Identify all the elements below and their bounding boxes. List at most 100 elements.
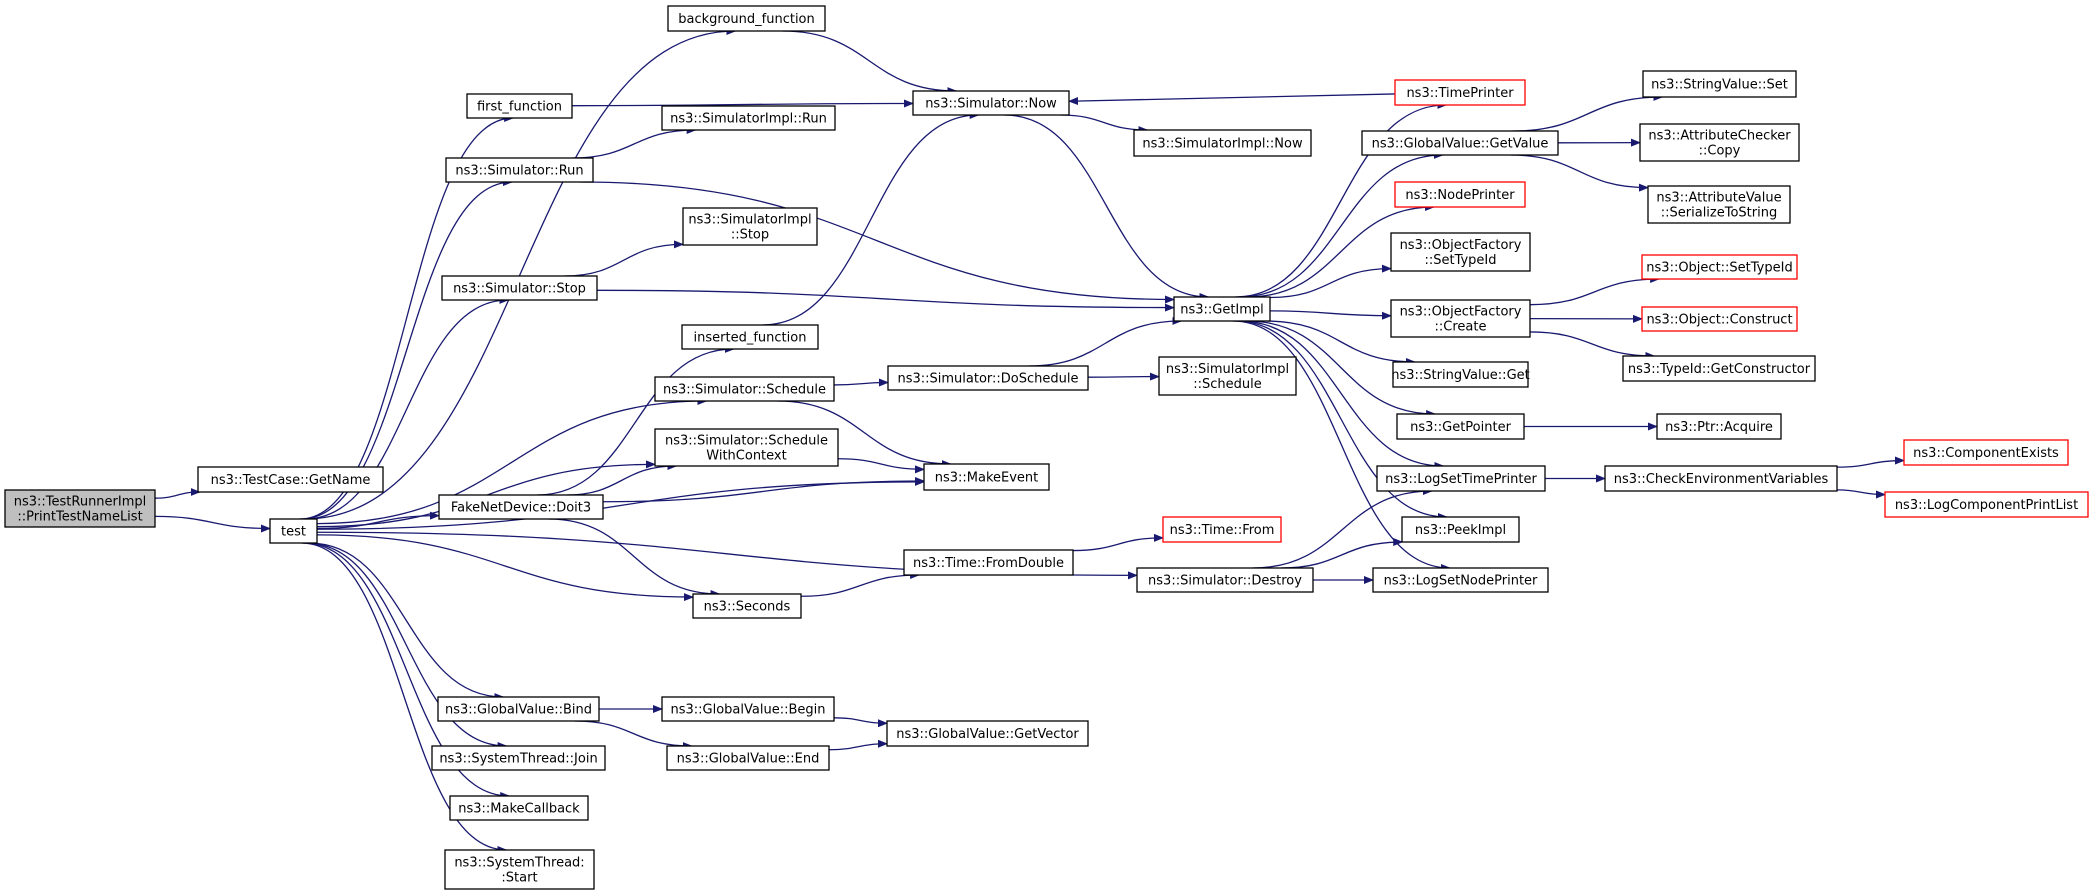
node-insertedfunc[interactable]: inserted_function — [681, 324, 819, 350]
node-accopy[interactable]: ns3::AttributeChecker::Copy — [1639, 123, 1800, 162]
node-avserialize[interactable]: ns3::AttributeValue::SerializeToString — [1647, 185, 1791, 224]
node-gvend[interactable]: ns3::GlobalValue::End — [666, 745, 830, 771]
node-box-objsettypeid[interactable] — [1641, 254, 1798, 280]
node-box-getimpl[interactable] — [1173, 296, 1271, 322]
node-gvgetvector[interactable]: ns3::GlobalValue::GetVector — [886, 720, 1089, 747]
node-typeidgetctor[interactable]: ns3::TypeId::GetConstructor — [1622, 355, 1816, 382]
node-box-stjoin[interactable] — [431, 745, 606, 771]
node-logsetnodeprinter[interactable]: ns3::LogSetNodePrinter — [1372, 567, 1549, 593]
node-makecb[interactable]: ns3::MakeCallback — [449, 795, 589, 821]
node-box-simschedctx[interactable] — [654, 428, 839, 467]
node-box-logcompprint[interactable] — [1884, 491, 2089, 518]
node-box-makeevent[interactable] — [923, 463, 1050, 491]
node-box-typeidgetctor[interactable] — [1622, 355, 1816, 382]
node-root[interactable]: ns3::TestRunnerImpl::PrintTestNameList — [4, 489, 156, 528]
node-box-peekimpl[interactable] — [1401, 516, 1520, 543]
node-simsched[interactable]: ns3::Simulator::Schedule — [654, 376, 835, 402]
node-box-timeprinter[interactable] — [1394, 79, 1526, 106]
node-nodeprinter[interactable]: ns3::NodePrinter — [1394, 181, 1526, 208]
node-svset[interactable]: ns3::StringValue::Set — [1642, 70, 1797, 98]
node-simdosched[interactable]: ns3::Simulator::DoSchedule — [887, 365, 1089, 391]
node-objconstruct[interactable]: ns3::Object::Construct — [1641, 306, 1798, 332]
node-simdestroy[interactable]: ns3::Simulator::Destroy — [1136, 567, 1314, 593]
node-box-ptracquire[interactable] — [1656, 413, 1782, 440]
node-box-simdestroy[interactable] — [1136, 567, 1314, 593]
node-box-avserialize[interactable] — [1647, 185, 1791, 224]
node-box-gvbind[interactable] — [437, 696, 600, 722]
node-box-nodeprinter[interactable] — [1394, 181, 1526, 208]
node-box-checkenv[interactable] — [1604, 465, 1838, 492]
node-logcompprint[interactable]: ns3::LogComponentPrintList — [1884, 491, 2089, 518]
node-box-simdosched[interactable] — [887, 365, 1089, 391]
node-compexists[interactable]: ns3::ComponentExists — [1903, 439, 2069, 466]
node-timefrom[interactable]: ns3::Time::From — [1162, 516, 1282, 543]
node-box-simrun[interactable] — [445, 157, 594, 183]
node-getpointer[interactable]: ns3::GetPointer — [1396, 413, 1525, 440]
node-box-ofcreate[interactable] — [1390, 299, 1531, 338]
node-box-objconstruct[interactable] — [1641, 306, 1798, 332]
node-box-svset[interactable] — [1642, 70, 1797, 98]
node-box-simimplnow[interactable] — [1133, 129, 1312, 157]
node-box-timefromdouble[interactable] — [903, 549, 1074, 576]
node-peekimpl[interactable]: ns3::PeekImpl — [1401, 516, 1520, 543]
node-simimplnow[interactable]: ns3::SimulatorImpl::Now — [1133, 129, 1312, 157]
node-box-simimplstop[interactable] — [682, 207, 818, 246]
node-getimpl[interactable]: ns3::GetImpl — [1173, 296, 1271, 322]
node-box-makecb[interactable] — [449, 795, 589, 821]
node-box-gvbegin[interactable] — [661, 696, 835, 722]
node-firstfunc[interactable]: first_function — [466, 93, 573, 119]
node-getname[interactable]: ns3::TestCase::GetName — [197, 466, 384, 493]
node-ststart[interactable]: ns3::SystemThread::Start — [444, 849, 595, 890]
node-gvgetvalue[interactable]: ns3::GlobalValue::GetValue — [1361, 130, 1559, 156]
node-box-gvgetvalue[interactable] — [1361, 130, 1559, 156]
node-ptracquire[interactable]: ns3::Ptr::Acquire — [1656, 413, 1782, 440]
node-simrun[interactable]: ns3::Simulator::Run — [445, 157, 594, 183]
node-ofcreate[interactable]: ns3::ObjectFactory::Create — [1390, 299, 1531, 338]
node-simnow[interactable]: ns3::Simulator::Now — [912, 90, 1070, 116]
node-simstop[interactable]: ns3::Simulator::Stop — [441, 275, 598, 301]
node-timefromdouble[interactable]: ns3::Time::FromDouble — [903, 549, 1074, 576]
node-stjoin[interactable]: ns3::SystemThread::Join — [431, 745, 606, 771]
node-checkenv[interactable]: ns3::CheckEnvironmentVariables — [1604, 465, 1838, 492]
node-logsettimeprinter[interactable]: ns3::LogSetTimePrinter — [1376, 465, 1546, 492]
node-seconds[interactable]: ns3::Seconds — [692, 593, 802, 619]
node-box-firstfunc[interactable] — [466, 93, 573, 119]
node-makeevent[interactable]: ns3::MakeEvent — [923, 463, 1050, 491]
node-simimplstop[interactable]: ns3::SimulatorImpl::Stop — [682, 207, 818, 246]
node-ofsettypeid[interactable]: ns3::ObjectFactory::SetTypeId — [1390, 232, 1531, 272]
node-box-gvgetvector[interactable] — [886, 720, 1089, 747]
node-box-ofsettypeid[interactable] — [1390, 232, 1531, 272]
node-box-ststart[interactable] — [444, 849, 595, 890]
node-box-simsched[interactable] — [654, 376, 835, 402]
node-test[interactable]: test — [269, 518, 318, 544]
node-bgfunc[interactable]: background_function — [667, 5, 826, 32]
node-box-simimplsched[interactable] — [1158, 356, 1297, 396]
node-box-logsetnodeprinter[interactable] — [1372, 567, 1549, 593]
node-box-getpointer[interactable] — [1396, 413, 1525, 440]
node-svget[interactable]: ns3::StringValue::Get — [1391, 361, 1530, 388]
node-box-accopy[interactable] — [1639, 123, 1800, 162]
node-box-fakedoit[interactable] — [438, 494, 604, 520]
node-box-gvend[interactable] — [666, 745, 830, 771]
node-box-bgfunc[interactable] — [667, 5, 826, 32]
node-box-insertedfunc[interactable] — [681, 324, 819, 350]
node-box-svget[interactable] — [1392, 361, 1529, 388]
node-box-timefrom[interactable] — [1162, 516, 1282, 543]
node-box-logsettimeprinter[interactable] — [1376, 465, 1546, 492]
node-fakedoit[interactable]: FakeNetDevice::Doit3 — [438, 494, 604, 520]
node-objsettypeid[interactable]: ns3::Object::SetTypeId — [1641, 254, 1798, 280]
node-simimplsched[interactable]: ns3::SimulatorImpl::Schedule — [1158, 356, 1297, 396]
node-box-simstop[interactable] — [441, 275, 598, 301]
node-box-test[interactable] — [269, 518, 318, 544]
node-box-root[interactable] — [4, 489, 156, 528]
node-box-seconds[interactable] — [692, 593, 802, 619]
node-box-getname[interactable] — [197, 466, 384, 493]
node-box-compexists[interactable] — [1903, 439, 2069, 466]
node-simimplrun[interactable]: ns3::SimulatorImpl::Run — [661, 105, 836, 131]
node-gvbegin[interactable]: ns3::GlobalValue::Begin — [661, 696, 835, 722]
node-box-simnow[interactable] — [912, 90, 1070, 116]
node-gvbind[interactable]: ns3::GlobalValue::Bind — [437, 696, 600, 722]
node-box-simimplrun[interactable] — [661, 105, 836, 131]
node-timeprinter[interactable]: ns3::TimePrinter — [1394, 79, 1526, 106]
